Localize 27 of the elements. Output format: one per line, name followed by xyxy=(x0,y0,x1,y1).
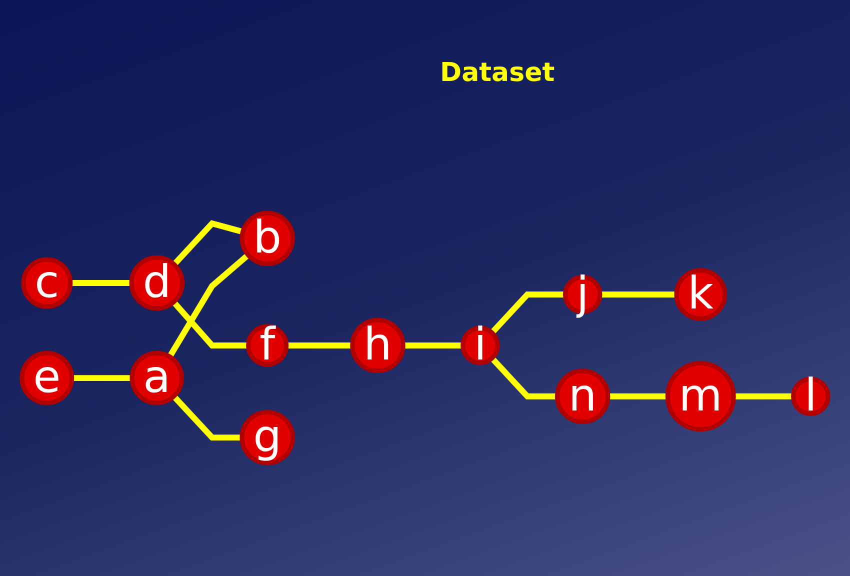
node-circle: k xyxy=(674,268,727,321)
connector xyxy=(286,342,352,348)
connector xyxy=(734,393,794,400)
connector xyxy=(608,393,668,400)
node-circle: g xyxy=(240,410,295,466)
connector xyxy=(167,252,250,358)
connector xyxy=(171,300,248,348)
node-circle: l xyxy=(791,376,830,416)
node-circle: n xyxy=(555,368,610,424)
connector xyxy=(172,394,242,441)
connector xyxy=(490,356,558,400)
node-circle: b xyxy=(240,210,295,266)
title: Dataset xyxy=(440,58,555,88)
node-circle: c xyxy=(21,257,73,309)
node-circle: d xyxy=(129,255,185,311)
node-circle: h xyxy=(350,318,406,374)
connector xyxy=(600,292,676,298)
connector xyxy=(403,342,463,348)
connector xyxy=(172,220,244,266)
connector xyxy=(72,375,132,382)
node-circle: i xyxy=(460,326,500,366)
connector xyxy=(70,280,132,286)
node-circle: f xyxy=(246,324,289,367)
node-circle: a xyxy=(130,350,184,406)
connector xyxy=(490,292,566,335)
node-circle: m xyxy=(665,361,736,432)
node-circle: e xyxy=(20,350,74,406)
